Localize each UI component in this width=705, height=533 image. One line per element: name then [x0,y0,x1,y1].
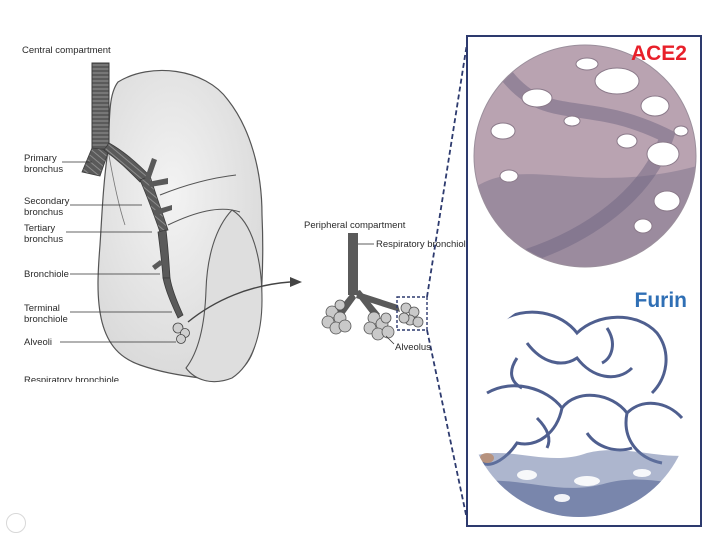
terminal-bronchiole-line1: Terminal [24,303,68,314]
tertiary-bronchus-line2: bronchus [24,234,63,245]
furin-histology-panel: Furin [467,283,701,526]
secondary-bronchus-label: Secondary bronchus [24,196,69,218]
secondary-bronchus-line2: bronchus [24,207,69,218]
ace2-tissue-core [467,36,701,280]
zoom-line-top [427,37,468,297]
terminal-bronchiole-line2: bronchiole [24,314,68,325]
bronchiole-label: Bronchiole [24,269,69,280]
respiratory-bronchiole-cut-label: Respiratory bronchiole [24,375,119,382]
peripheral-compartment-label: Peripheral compartment [304,220,405,231]
alveoli-label: Alveoli [24,337,52,348]
respiratory-bronchiole-label: Respiratory bronchiole [376,239,471,250]
primary-bronchus-line1: Primary [24,153,63,164]
watermark-logo [6,513,26,533]
furin-tissue-core [467,283,701,526]
alveolus-label: Alveolus [395,342,431,353]
ace2-histology-panel: ACE2 [467,36,701,280]
zoom-line-bottom [427,330,468,524]
panel-divider [468,280,700,283]
arrow-head-icon [290,277,302,287]
furin-label: Furin [635,289,688,313]
tertiary-bronchus-line1: Tertiary [24,223,63,234]
terminal-bronchiole-label: Terminal bronchiole [24,303,68,325]
ace2-label: ACE2 [631,42,687,66]
secondary-bronchus-line1: Secondary [24,196,69,207]
primary-bronchus-label: Primary bronchus [24,153,63,175]
tertiary-bronchus-label: Tertiary bronchus [24,223,63,245]
central-compartment-label: Central compartment [22,45,111,56]
primary-bronchus-line2: bronchus [24,164,63,175]
